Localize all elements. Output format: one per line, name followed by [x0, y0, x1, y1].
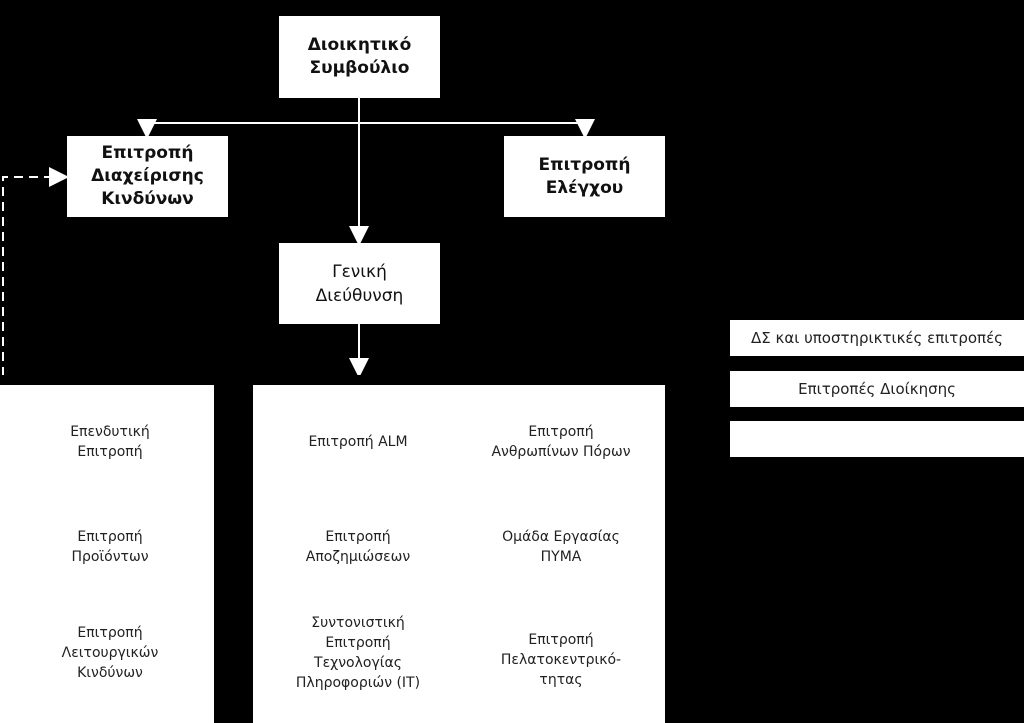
- cell-line: Επιτροπή: [528, 424, 594, 440]
- alm-committee: Επιτροπή ALM: [278, 432, 438, 452]
- management-committees-panel: [253, 375, 665, 723]
- pyma-working-group: Ομάδα Εργασίας ΠΥΜΑ: [476, 527, 646, 567]
- cell-line: Πελατοκεντρικό-: [500, 652, 622, 668]
- it-coordination-committee: Συντονιστική Επιτροπή Τεχνολογίας Πληροφ…: [278, 613, 438, 693]
- dashed-link-to-risk-committee: [2, 167, 69, 376]
- cell-line: Προϊόντων: [71, 549, 149, 565]
- board-label-line2: Συμβούλιο: [309, 58, 410, 78]
- general-management-line1: Γενική: [332, 261, 387, 282]
- cell-line: Επιτροπή: [77, 444, 143, 460]
- risk-management-committee-box: Επιτροπή Διαχείρισης Κινδύνων: [67, 136, 228, 217]
- cell-line: Επενδυτική: [70, 424, 150, 440]
- general-management-line2: Διεύθυνση: [315, 285, 404, 306]
- compensation-committee: Επιτροπή Αποζημιώσεων: [278, 527, 438, 567]
- left-committees-panel: [0, 375, 214, 723]
- audit-committee-line2: Ελέγχου: [545, 177, 624, 198]
- cell-line: Ανθρωπίνων Πόρων: [491, 444, 631, 460]
- cell-line: Επιτροπή: [528, 632, 594, 648]
- legend-label-1: ΔΣ και υποστηρικτικές επιτροπές: [751, 329, 1003, 347]
- audit-committee-line1: Επιτροπή: [538, 154, 631, 175]
- audit-committee-box: Επιτροπή Ελέγχου: [504, 136, 665, 217]
- board-of-directors-box: Διοικητικό Συμβούλιο: [279, 16, 440, 98]
- products-committee: Επιτροπή Προϊόντων: [30, 527, 190, 567]
- cell-line: Κινδύνων: [77, 665, 143, 681]
- cell-line: Συντονιστική: [311, 615, 405, 631]
- cell-line: Επιτροπή: [77, 529, 143, 545]
- risk-committee-line1: Επιτροπή: [101, 143, 194, 163]
- legend-label-2: Επιτροπές Διοίκησης: [798, 380, 956, 398]
- cell-line: Επιτροπή: [325, 635, 391, 651]
- risk-committee-line2: Διαχείρισης: [91, 166, 204, 186]
- cell-line: Πληροφοριών (IT): [295, 675, 421, 691]
- risk-committee-line3: Κινδύνων: [101, 189, 194, 209]
- cell-line: ΠΥΜΑ: [540, 549, 582, 565]
- cell-line: Ομάδα Εργασίας: [502, 529, 620, 545]
- legend-management-committees: Επιτροπές Διοίκησης: [730, 371, 1024, 407]
- cell-line: Αποζημιώσεων: [305, 549, 411, 565]
- legend-empty-box: [730, 421, 1024, 457]
- board-label-line1: Διοικητικό: [307, 35, 412, 55]
- cell-line: Επιτροπή: [325, 529, 391, 545]
- investment-committee: Επενδυτική Επιτροπή: [30, 422, 190, 462]
- cell-line: Λειτουργικών: [61, 645, 159, 661]
- legend-board-and-support-committees: ΔΣ και υποστηρικτικές επιτροπές: [730, 320, 1024, 356]
- cell-line: Επιτροπή: [77, 625, 143, 641]
- human-resources-committee: Επιτροπή Ανθρωπίνων Πόρων: [476, 422, 646, 462]
- cell-line: τητας: [539, 672, 583, 688]
- general-management-box: Γενική Διεύθυνση: [279, 243, 440, 324]
- cell-line: Τεχνολογίας: [314, 655, 402, 671]
- operational-risk-committee: Επιτροπή Λειτουργικών Κινδύνων: [30, 623, 190, 683]
- customer-centricity-committee: Επιτροπή Πελατοκεντρικό- τητας: [476, 630, 646, 690]
- cell-line: Επιτροπή ALM: [308, 434, 408, 450]
